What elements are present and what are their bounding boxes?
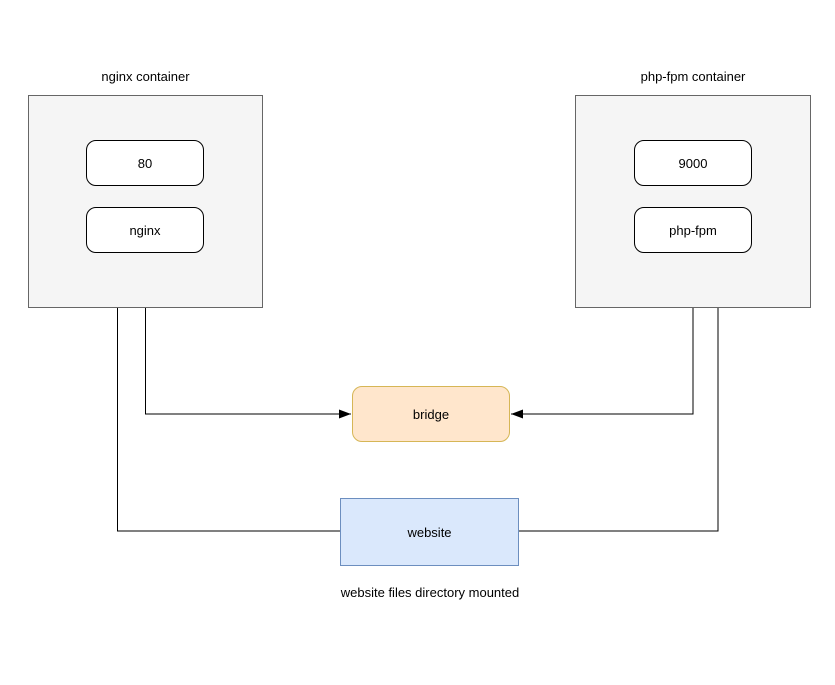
connector-nginx-to-bridge	[145, 308, 351, 419]
nginx-container-title: nginx container	[101, 69, 190, 84]
nginx-service-node: nginx	[86, 207, 204, 253]
website-volume-node: website	[340, 498, 519, 566]
connector-phpfpm-to-website	[519, 308, 719, 532]
phpfpm-container-box	[575, 95, 811, 308]
bridge-network-node: bridge	[352, 386, 510, 442]
website-caption: website files directory mounted	[340, 585, 520, 600]
phpfpm-service-node: php-fpm	[634, 207, 752, 253]
phpfpm-port-node: 9000	[634, 140, 752, 186]
nginx-container-box	[28, 95, 263, 308]
connector-nginx-to-website	[117, 308, 340, 532]
connector-phpfpm-to-bridge	[511, 308, 694, 419]
phpfpm-container-title: php-fpm container	[640, 69, 746, 84]
nginx-port-node: 80	[86, 140, 204, 186]
